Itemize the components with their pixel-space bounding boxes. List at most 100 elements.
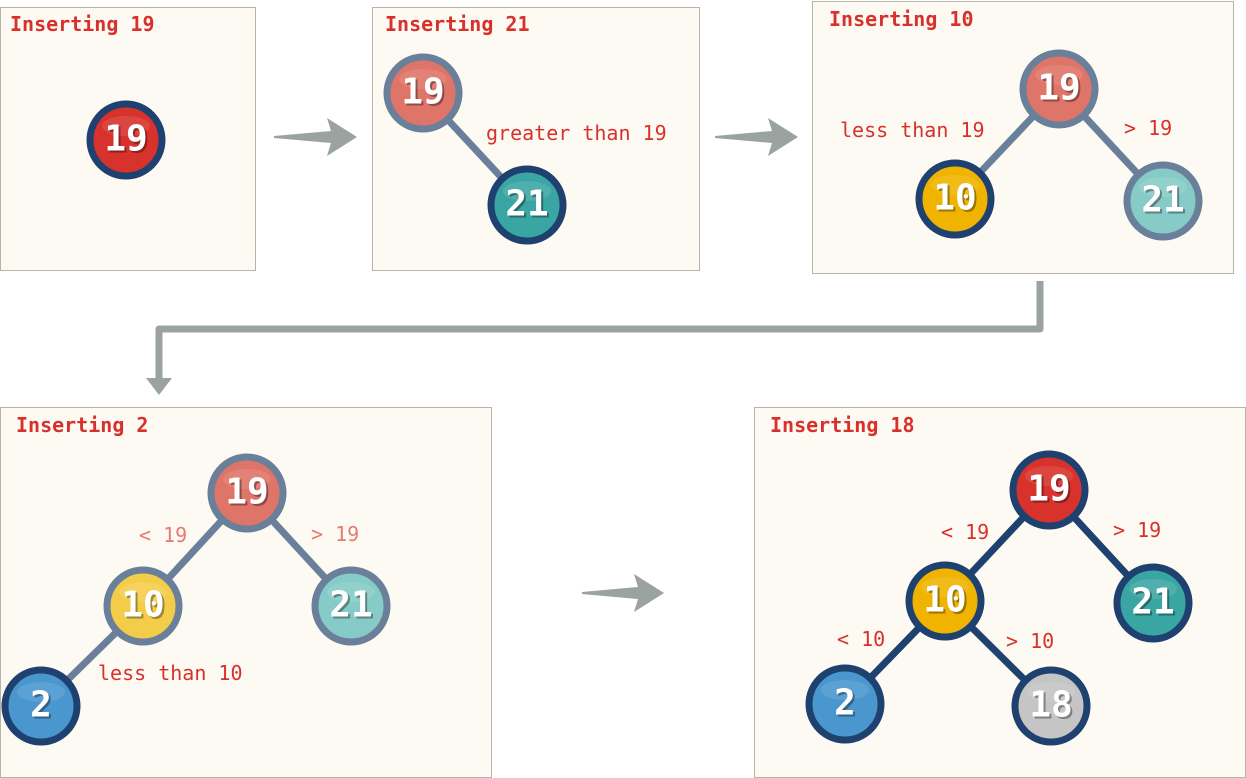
edge-label: > 10 [1006,629,1054,653]
node-value-shadow: 19 [1029,471,1072,512]
node-value-shadow: 21 [1133,584,1176,625]
node-value-shadow: 2 [32,687,54,728]
flow-arrow-1-to-2 [274,118,357,156]
node-highlight [931,175,979,195]
node-value: 19 [104,119,147,160]
edge-label: > 19 [1124,116,1172,140]
node-value: 10 [923,580,966,621]
node-circle [383,53,463,133]
node-highlight [327,582,375,602]
node-highlight [821,680,869,700]
node-value-shadow: 21 [507,186,550,227]
node-value: 21 [505,184,548,225]
node-value: 10 [121,585,164,626]
node-highlight [503,181,551,201]
node-highlight [1035,65,1083,85]
node-circle [805,664,885,744]
node-value: 19 [1027,469,1070,510]
node-value-shadow: 18 [1031,687,1074,728]
node-value: 10 [933,178,976,219]
node-value-shadow: 19 [1039,70,1082,111]
panel-title: Inserting 10 [829,7,974,31]
panel-title: Inserting 2 [16,413,148,437]
node-circle [1,666,81,746]
node-highlight [1129,579,1177,599]
edge-label: > 19 [1113,518,1161,542]
node-circle [1011,666,1091,746]
node-value-shadow: 19 [106,121,149,162]
node-value-shadow: 21 [1143,182,1186,223]
node-value: 21 [1141,180,1184,221]
node-value: 19 [225,472,268,513]
node-value-shadow: 19 [227,474,270,515]
flow-arrow-4-to-5 [582,574,664,612]
flow-arrow-2-to-3 [715,118,798,156]
node-highlight [17,682,65,702]
node-highlight [399,69,447,89]
edge-label: < 19 [139,523,187,547]
edge-label: less than 10 [98,661,243,685]
node-circle [1113,563,1193,643]
node-value: 2 [30,685,52,726]
node-circle [1019,49,1099,129]
edge-label: < 19 [941,520,989,544]
node-circle [1009,450,1089,530]
edge-label: greater than 19 [486,121,667,145]
node-circle [86,100,166,180]
node-value: 21 [329,585,372,626]
node-highlight [1139,177,1187,197]
node-value-shadow: 10 [935,180,978,221]
node-highlight [1025,466,1073,486]
tree-node-2: 22 [1,666,81,746]
node-circle [1123,161,1203,241]
node-value: 18 [1029,685,1072,726]
node-value: 19 [401,72,444,113]
flow-connector-3-to-4 [155,281,1044,380]
node-value-shadow: 10 [925,582,968,623]
node-highlight [119,582,167,602]
node-value-shadow: 21 [331,587,374,628]
edge-label: > 19 [311,522,359,546]
edge-label: < 10 [837,627,885,651]
node-circle [207,453,287,533]
node-circle [103,566,183,646]
node-value: 2 [834,683,856,724]
node-circle [487,165,567,245]
flow-connector-arrowhead [146,378,172,395]
node-highlight [223,469,271,489]
node-circle [905,561,985,641]
node-highlight [102,116,150,136]
node-value-shadow: 2 [836,685,858,726]
panel-title: Inserting 19 [10,12,155,36]
node-highlight [921,577,969,597]
node-value: 21 [1131,582,1174,623]
node-circle [915,159,995,239]
panel-title: Inserting 21 [385,12,530,36]
panel-title: Inserting 18 [770,413,915,437]
tree-node-2: 22 [805,664,885,744]
node-highlight [1027,682,1075,702]
flow-arrows-layer [146,118,1044,612]
node-circle [311,566,391,646]
edge-label: less than 19 [840,118,985,142]
node-value-shadow: 19 [403,74,446,115]
